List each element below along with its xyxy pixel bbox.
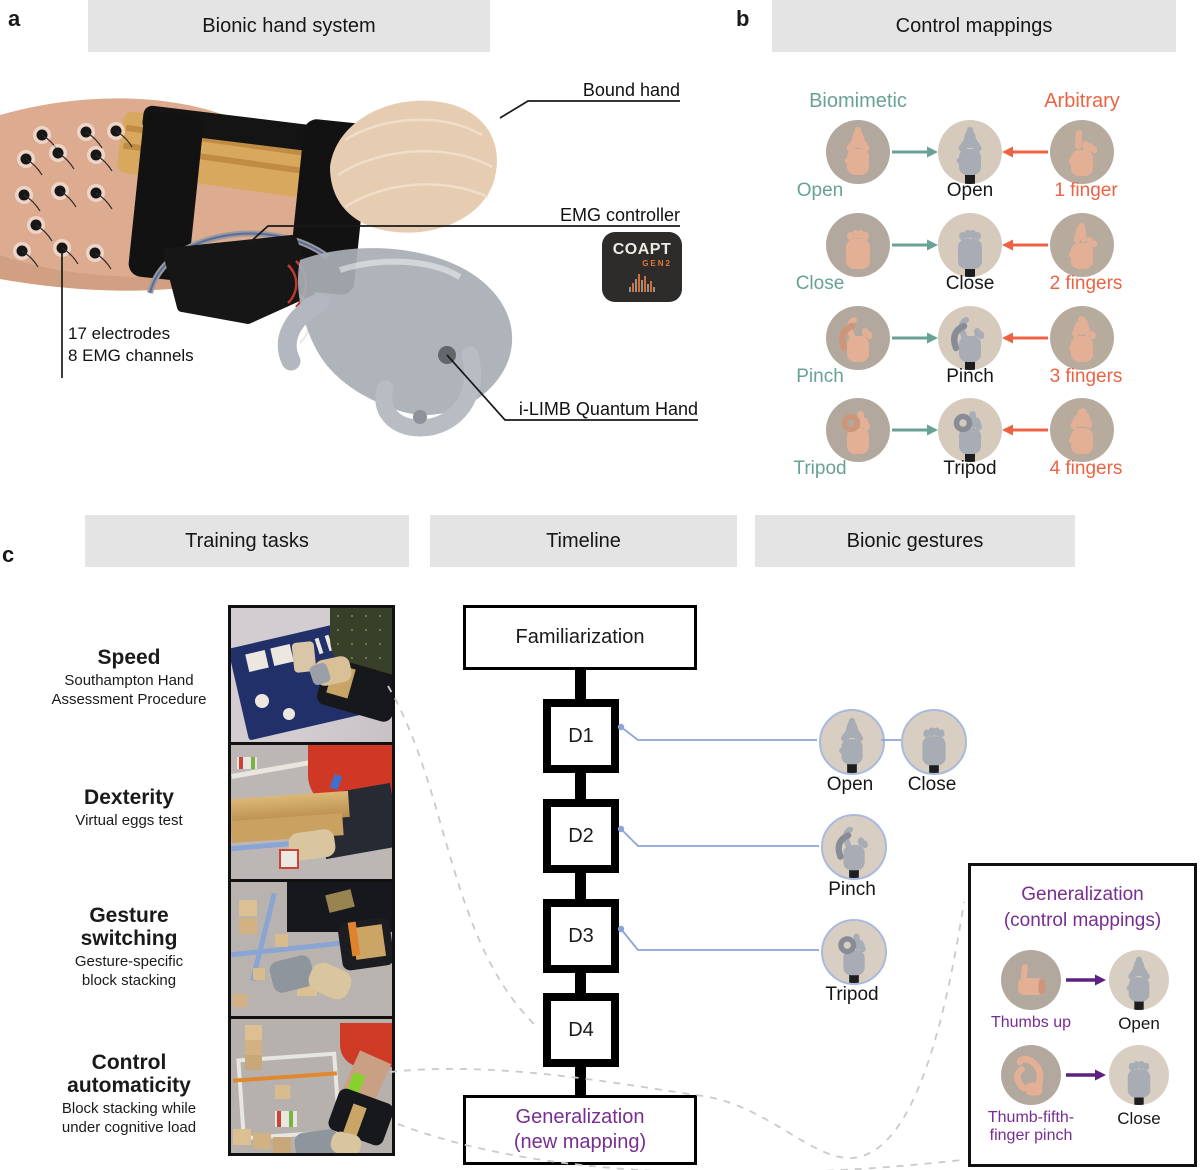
panel-a-title-bar: Bionic hand system [88,0,490,52]
biomimetic-gesture-photo-tripod [826,398,890,462]
timeline-header-bar: Timeline [430,515,737,567]
coapt-logo-word: COAPT [612,241,672,259]
generalization-to-photo-1 [1109,950,1169,1010]
panel-b-label: b [736,6,750,31]
bionic-label: Pinch [946,366,994,387]
arbitrary-column-header: Arbitrary [1044,90,1120,112]
arbitrary-label: 4 fingers [1049,458,1123,479]
day-box-d3: D3 [543,899,619,973]
panel-c-label: c [2,542,15,567]
bionic-gesture-photo-pinch [938,306,1002,370]
generalization-to-photo-2 [1109,1045,1169,1105]
bound-hand-label: Bound hand [582,80,680,100]
task-name: Gesture switching [80,904,178,951]
arbitrary-label: 3 fingers [1049,366,1123,387]
coapt-gen2-logo: COAPT GEN2 [602,232,682,302]
ilimb-hand-label: i-LIMB Quantum Hand [518,399,698,419]
generalization-from-label: Thumbs up [990,1014,1072,1031]
arbitrary-gesture-photo-4-finger [1050,398,1114,462]
training-tasks-header-bar: Training tasks [85,515,409,567]
panel-a-title: Bionic hand system [202,14,376,37]
d3-tripod-circle [821,919,887,985]
task-desc: Southampton Hand Assessment Procedure [51,672,207,709]
biomimetic-gesture-photo-pinch [826,306,890,370]
panel-b-title: Control mappings [895,14,1053,37]
bionic-label: Tripod [943,458,997,479]
d1-open-circle [819,709,885,775]
generalization-to-label: Close [1117,1109,1161,1128]
d1-close-circle [901,709,967,775]
coapt-waveform-icon [629,273,655,292]
arbitrary-label: 2 fingers [1049,273,1123,294]
d2-pinch-label: Pinch [828,879,876,900]
bionic-label: Open [946,180,994,201]
timeline-header: Timeline [546,529,621,552]
biomimetic-gesture-photo-open [826,120,890,184]
d3-tripod-label: Tripod [825,984,879,1005]
d2-pinch-circle [821,814,887,880]
training-tasks-header: Training tasks [185,529,309,552]
timeline-spine [575,640,586,1120]
photo-gesture-switching-task [228,879,395,1019]
d1-close-label: Close [907,774,957,795]
panel-b-title-bar: Control mappings [772,0,1176,52]
photo-speed-task [228,605,395,745]
biomimetic-label: Open [796,180,844,201]
emg-controller-label: EMG controller [559,205,680,225]
biomimetic-label: Tripod [793,458,847,479]
coapt-logo-gen: GEN2 [642,259,672,269]
arbitrary-gesture-photo-1-finger [1050,120,1114,184]
day-box-d2: D2 [543,799,619,873]
task-name: Dexterity [84,786,174,809]
day-box-d4: D4 [543,993,619,1067]
generalization-box-title: Generalization (control mappings) [1003,884,1162,931]
biomimetic-label: Pinch [796,366,844,387]
arbitrary-gesture-photo-2-finger [1050,213,1114,277]
arbitrary-label: 1 finger [1054,180,1118,201]
generalization-control-mappings-box: Generalization (control mappings) [968,863,1197,1167]
dashed-curve-tasks-to-d4 [387,685,539,1029]
bionic-gesture-photo-close [938,213,1002,277]
photo-dexterity-task [228,742,395,882]
generalization-new-mapping-box: Generalization (new mapping) [463,1095,697,1165]
biomimetic-label: Close [795,273,845,294]
electrode-dots [13,122,133,270]
electrodes-label: 17 electrodes 8 EMG channels [68,324,194,365]
training-task-photos [228,605,395,1156]
bionic-gesture-photo-tripod [938,398,1002,462]
bionic-label: Close [945,273,995,294]
bionic-gestures-header: Bionic gestures [846,529,984,552]
familiarization-box: Familiarization [463,605,697,670]
task-name: Control automaticity [67,1051,191,1098]
bionic-gesture-photo-open [938,120,1002,184]
task-name: Speed [97,646,161,669]
generalization-from-label: Thumb-fifth-finger pinch [987,1109,1075,1144]
day-box-d1: D1 [543,699,619,773]
bionic-hand-photo [0,98,513,437]
task-desc: Block stacking while under cognitive loa… [61,1100,197,1137]
panel-a-label: a [8,6,21,31]
task-desc: Gesture-specific block stacking [74,953,184,990]
generalization-from-photo-2 [1001,1045,1061,1105]
arbitrary-gesture-photo-3-finger [1050,306,1114,370]
photo-control-automaticity-task [228,1016,395,1156]
generalization-from-photo-1 [1001,950,1061,1010]
task-desc: Virtual eggs test [75,812,183,830]
biomimetic-column-header: Biomimetic [809,90,907,112]
biomimetic-gesture-photo-close [826,213,890,277]
d1-open-label: Open [826,774,874,795]
generalization-to-label: Open [1118,1014,1160,1033]
bionic-gestures-header-bar: Bionic gestures [755,515,1075,567]
